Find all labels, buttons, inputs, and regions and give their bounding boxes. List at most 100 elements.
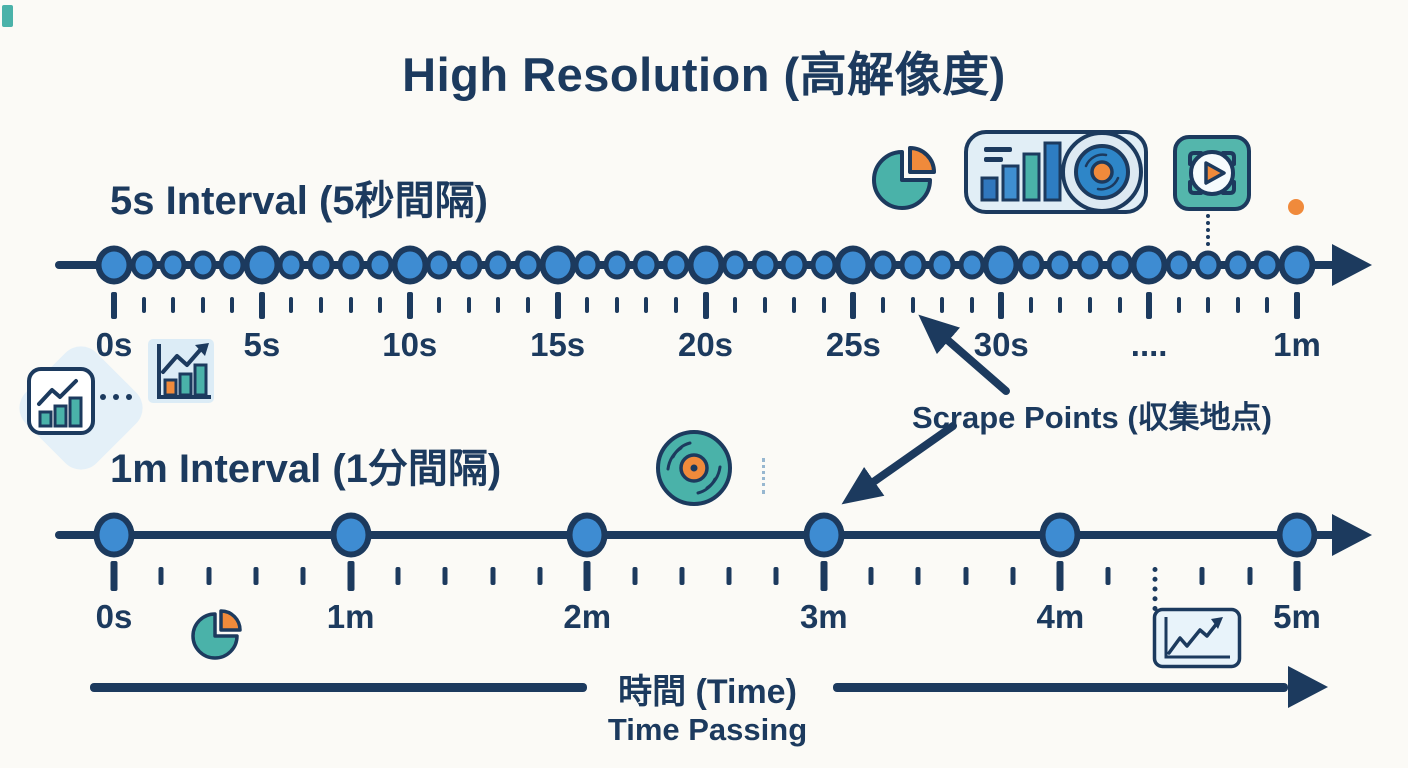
scrape-point-dot xyxy=(330,512,372,558)
scrape-point-dot xyxy=(958,250,986,280)
dotted-connector-line xyxy=(1206,214,1210,246)
scrape-point-dot xyxy=(539,245,577,285)
tick-mark xyxy=(141,297,146,313)
scrape-point-dot xyxy=(455,250,483,280)
scrape-point-dot xyxy=(130,250,158,280)
play-button-icon xyxy=(1173,135,1251,211)
tick-mark xyxy=(300,567,306,585)
tick-mark xyxy=(496,297,501,313)
tick-mark xyxy=(1152,567,1158,611)
tick-label: 0s xyxy=(95,598,133,635)
tick-mark xyxy=(910,297,915,313)
tick-label: 2m xyxy=(563,598,612,635)
tick-mark xyxy=(880,297,885,313)
scrape-point-dot xyxy=(95,245,133,285)
tick-mark xyxy=(583,561,591,591)
tick-label: 30s xyxy=(973,326,1029,363)
tick-mark xyxy=(733,297,738,313)
scrape-point-dot xyxy=(982,245,1020,285)
tick-mark xyxy=(632,567,638,585)
tick-mark xyxy=(258,292,265,319)
scrape-point-dot xyxy=(337,250,365,280)
tick-mark xyxy=(969,297,974,313)
scrape-point-dot xyxy=(1039,512,1081,558)
tick-mark xyxy=(490,567,496,585)
tick-mark xyxy=(1146,292,1153,319)
tick-mark xyxy=(673,297,678,313)
scrape-point-dot xyxy=(1165,250,1193,280)
tick-mark xyxy=(1176,297,1181,313)
ellipsis-dots xyxy=(100,394,132,400)
scrape-point-dot xyxy=(93,512,135,558)
tick-mark xyxy=(762,297,767,313)
scrape-point-dot xyxy=(687,245,724,285)
tick-mark xyxy=(1087,297,1092,313)
scrape-point-dot xyxy=(277,250,305,280)
tick-mark xyxy=(437,297,442,313)
tick-mark xyxy=(200,297,205,313)
timeline-1m-arrowhead xyxy=(1332,514,1372,556)
tick-mark xyxy=(679,567,685,585)
scrape-point-dot xyxy=(484,250,512,280)
scrape-point-dot xyxy=(218,250,246,280)
scrape-points-label: Scrape Points (収集地点) xyxy=(912,400,1272,435)
scrape-point-dot xyxy=(928,250,956,280)
time-axis-arrowhead xyxy=(1288,666,1328,708)
tick-mark xyxy=(915,567,921,585)
trend-chart-icon xyxy=(1152,607,1242,669)
scrape-point-dot xyxy=(780,250,808,280)
tick-label: 1m xyxy=(1273,326,1321,363)
tick-mark xyxy=(1028,297,1033,313)
tick-mark xyxy=(395,567,401,585)
tick-label: 15s xyxy=(530,326,586,363)
tick-mark xyxy=(319,297,324,313)
scrape-point-dot xyxy=(1017,250,1045,280)
scrape-point-dot xyxy=(1278,245,1316,285)
scrape-point-dot xyxy=(632,250,660,280)
tick-mark xyxy=(1105,567,1111,585)
teal-corner-mark xyxy=(2,5,13,27)
tick-mark xyxy=(850,292,857,319)
tick-mark xyxy=(171,297,176,313)
tick-mark xyxy=(206,567,212,585)
timeline-5s-label: 5s Interval (5秒間隔) xyxy=(110,179,488,223)
scrape-point-dot xyxy=(514,250,542,280)
vinyl-record-icon xyxy=(656,430,732,506)
pie-chart-icon xyxy=(872,146,936,210)
tick-mark xyxy=(821,297,826,313)
tick-mark xyxy=(726,567,732,585)
tick-mark xyxy=(1117,297,1122,313)
scrape-point-dot xyxy=(834,245,872,285)
tick-mark xyxy=(820,561,828,591)
tick-mark xyxy=(347,561,355,591)
line-chart-box-icon xyxy=(27,367,95,435)
tick-mark xyxy=(110,561,118,591)
timeline-5s-arrowhead xyxy=(1332,244,1372,286)
scrape-point-dot xyxy=(1076,250,1104,280)
tick-mark xyxy=(1293,561,1301,591)
tick-mark xyxy=(585,297,590,313)
tick-mark xyxy=(230,297,235,313)
tick-mark xyxy=(644,297,649,313)
scrape-point-dot xyxy=(869,250,897,280)
tick-mark xyxy=(1199,567,1205,585)
tick-mark xyxy=(1010,567,1016,585)
tick-mark xyxy=(158,567,164,585)
tick-mark xyxy=(537,567,543,585)
tick-label: 3m xyxy=(799,598,848,635)
tick-mark xyxy=(1235,297,1240,313)
scrape-point-dot xyxy=(391,245,429,285)
orange-dot-decoration xyxy=(1288,199,1304,215)
scrape-point-dot xyxy=(1224,250,1252,280)
tick-mark xyxy=(1206,297,1211,313)
tick-mark xyxy=(289,297,294,313)
tick-mark xyxy=(792,297,797,313)
tick-mark xyxy=(868,567,874,585)
time-label-jp: 時間 (Time) xyxy=(618,673,797,711)
scrape-point-dot xyxy=(721,250,749,280)
tick-mark xyxy=(1058,297,1063,313)
tick-mark xyxy=(614,297,619,313)
metrics-recorder-icon xyxy=(964,130,1148,214)
scrape-point-dot xyxy=(662,250,690,280)
